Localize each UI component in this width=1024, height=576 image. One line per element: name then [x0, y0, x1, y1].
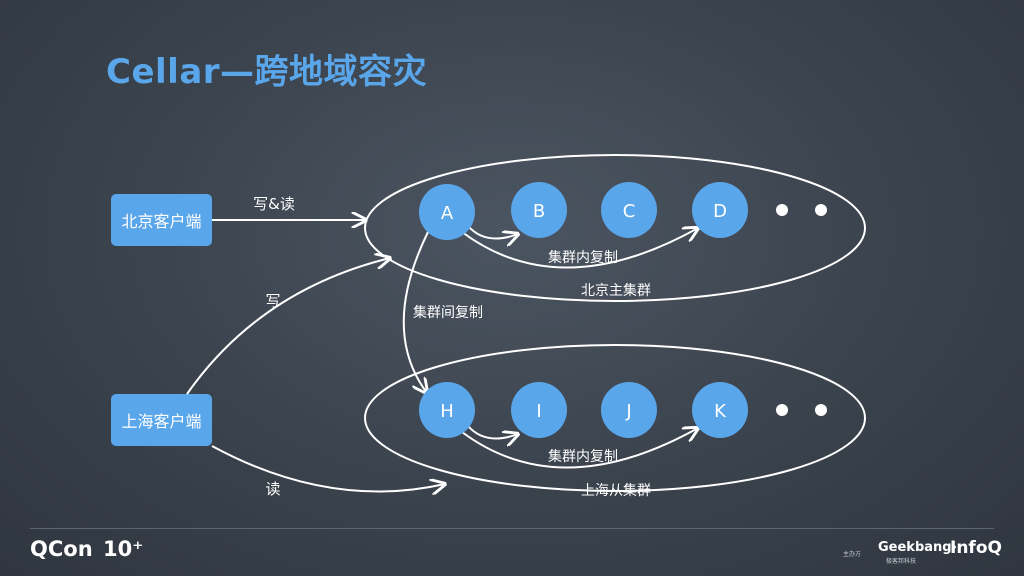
beijing-cluster-name: 北京主集群 — [581, 282, 651, 299]
shanghai-client-box[interactable] — [111, 394, 212, 446]
shanghai-cluster-name: 上海从集群 — [581, 482, 651, 499]
shanghai-cluster-ellipse — [364, 344, 866, 492]
shanghai-intra-arrow-hi — [467, 425, 518, 439]
node-i[interactable]: I — [511, 382, 567, 438]
beijing-intra-label: 集群内复制 — [548, 249, 618, 266]
shanghai-read-arrow — [211, 445, 445, 492]
beijing-cluster-ellipse — [364, 154, 866, 302]
shanghai-intra-label: 集群内复制 — [548, 448, 618, 465]
beijing-ellipsis-dot-1 — [776, 204, 788, 216]
sponsor-label: 主办方 — [843, 551, 862, 558]
geekbang-logo: Geekbang› — [878, 540, 957, 555]
write-label: 写 — [265, 292, 280, 310]
node-a-label: A — [441, 203, 454, 224]
shanghai-client-label: 上海客户端 — [121, 412, 201, 431]
node-d-label: D — [713, 201, 727, 222]
node-b[interactable]: B — [511, 182, 567, 238]
write-read-label: 写&读 — [253, 195, 295, 213]
beijing-ellipsis-dot-2 — [815, 204, 827, 216]
beijing-intra-arrow-ad — [461, 228, 698, 269]
geekbang-subtitle: 极客邦科技 — [886, 558, 917, 565]
shanghai-ellipsis-dot-2 — [815, 404, 827, 416]
qcon-logo: QCon — [30, 537, 93, 561]
inter-cluster-label: 集群间复制 — [413, 304, 483, 321]
slide-title: Cellar—跨地域容灾 — [106, 52, 428, 92]
node-c-label: C — [623, 201, 636, 222]
node-j-label: J — [625, 401, 631, 422]
node-j[interactable]: J — [601, 382, 657, 438]
beijing-intra-arrow-ab — [467, 225, 518, 239]
read-label: 读 — [265, 480, 280, 498]
shanghai-intra-arrow-hk — [461, 428, 698, 469]
node-d[interactable]: D — [692, 182, 748, 238]
beijing-client-label: 北京客户端 — [121, 212, 201, 231]
shanghai-ellipsis-dot-1 — [776, 404, 788, 416]
footer-divider — [30, 528, 994, 529]
node-b-label: B — [533, 201, 545, 222]
beijing-client-box[interactable] — [111, 194, 212, 246]
infoq-logo: InfoQ — [950, 538, 1002, 558]
node-c[interactable]: C — [601, 182, 657, 238]
node-h[interactable]: H — [419, 382, 475, 438]
node-i-label: I — [536, 401, 541, 422]
node-a[interactable]: A — [419, 184, 475, 240]
inter-cluster-replication-arrow — [402, 231, 428, 393]
node-h-label: H — [440, 401, 454, 422]
node-k-label: K — [714, 401, 727, 422]
node-k[interactable]: K — [692, 382, 748, 438]
shanghai-write-arrow — [186, 258, 390, 395]
qcon-anniversary-mark: 10⁺ — [103, 537, 144, 561]
